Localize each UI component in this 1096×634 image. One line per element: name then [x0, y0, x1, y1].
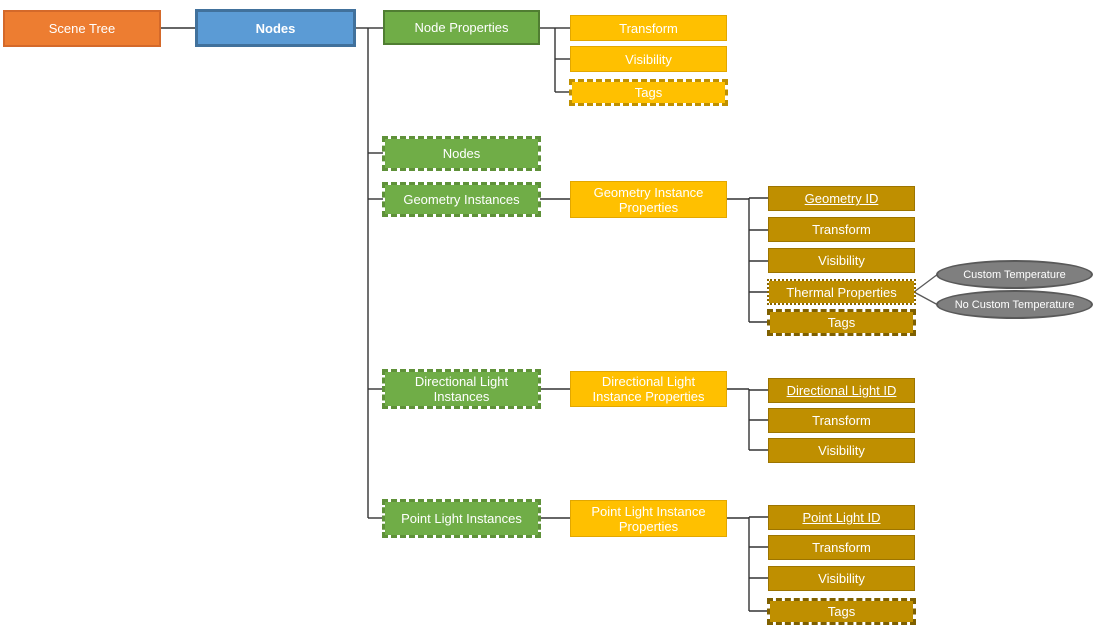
- gi-visibility-label: Visibility: [818, 253, 865, 268]
- node-geometry-id[interactable]: Geometry ID: [768, 186, 915, 211]
- node-pl-tags[interactable]: Tags: [767, 598, 916, 625]
- node-geometry-instances[interactable]: Geometry Instances: [382, 182, 541, 217]
- directional-light-instances-label: Directional Light Instances: [414, 374, 509, 404]
- point-light-instance-properties-label: Point Light Instance Properties: [591, 503, 706, 534]
- nodes-child-label: Nodes: [442, 146, 481, 161]
- np-visibility-label: Visibility: [625, 51, 672, 67]
- np-tags-label: Tags: [634, 85, 663, 100]
- point-light-id-label: Point Light ID: [802, 510, 881, 525]
- node-np-visibility[interactable]: Visibility: [570, 46, 727, 72]
- geometry-instances-label: Geometry Instances: [403, 192, 520, 207]
- node-directional-light-instances[interactable]: Directional Light Instances: [382, 369, 541, 409]
- gi-tags-label: Tags: [827, 315, 856, 330]
- node-node-properties[interactable]: Node Properties: [383, 10, 540, 45]
- np-transform-label: Transform: [619, 20, 678, 36]
- node-nodes[interactable]: Nodes: [195, 9, 356, 47]
- directional-light-id-label: Directional Light ID: [786, 383, 897, 398]
- node-properties-label: Node Properties: [414, 20, 509, 35]
- node-point-light-instances[interactable]: Point Light Instances: [382, 499, 541, 538]
- no-custom-temperature-label: No Custom Temperature: [954, 298, 1075, 311]
- directional-light-instance-properties-label: Directional Light Instance Properties: [592, 374, 705, 404]
- gi-transform-label: Transform: [812, 222, 871, 237]
- node-np-transform[interactable]: Transform: [570, 15, 727, 41]
- custom-temperature-label: Custom Temperature: [963, 268, 1066, 281]
- node-pl-visibility[interactable]: Visibility: [768, 566, 915, 591]
- geometry-id-label: Geometry ID: [804, 191, 879, 206]
- node-point-light-instance-properties[interactable]: Point Light Instance Properties: [570, 500, 727, 537]
- node-pl-transform[interactable]: Transform: [768, 535, 915, 560]
- node-geometry-instance-properties[interactable]: Geometry Instance Properties: [570, 181, 727, 218]
- node-gi-tags[interactable]: Tags: [767, 309, 916, 336]
- node-dl-visibility[interactable]: Visibility: [768, 438, 915, 463]
- pl-visibility-label: Visibility: [818, 571, 865, 586]
- node-directional-light-id[interactable]: Directional Light ID: [768, 378, 915, 403]
- point-light-instances-label: Point Light Instances: [401, 511, 522, 526]
- node-directional-light-instance-properties[interactable]: Directional Light Instance Properties: [570, 371, 727, 407]
- pl-transform-label: Transform: [812, 540, 871, 555]
- node-dl-transform[interactable]: Transform: [768, 408, 915, 433]
- node-scene-tree[interactable]: Scene Tree: [3, 10, 161, 47]
- node-scene-tree-label: Scene Tree: [48, 21, 116, 36]
- pl-tags-label: Tags: [827, 604, 856, 619]
- node-gi-transform[interactable]: Transform: [768, 217, 915, 242]
- dl-visibility-label: Visibility: [818, 443, 865, 458]
- thermal-properties-label: Thermal Properties: [786, 284, 897, 300]
- node-thermal-properties[interactable]: Thermal Properties: [767, 279, 916, 305]
- node-gi-visibility[interactable]: Visibility: [768, 248, 915, 273]
- node-no-custom-temperature[interactable]: No Custom Temperature: [936, 290, 1093, 319]
- node-custom-temperature[interactable]: Custom Temperature: [936, 260, 1093, 289]
- geometry-instance-properties-label: Geometry Instance Properties: [593, 184, 704, 215]
- node-nodes-child[interactable]: Nodes: [382, 136, 541, 171]
- dl-transform-label: Transform: [812, 413, 871, 428]
- node-point-light-id[interactable]: Point Light ID: [768, 505, 915, 530]
- node-nodes-label: Nodes: [255, 20, 296, 36]
- node-np-tags[interactable]: Tags: [569, 79, 728, 106]
